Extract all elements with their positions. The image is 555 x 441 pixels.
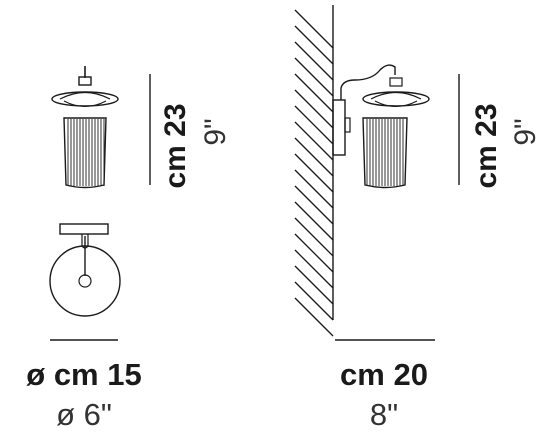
hatch-line (294, 233, 334, 273)
hatch-line (294, 185, 334, 225)
diameter-metric: ø cm 15 (26, 357, 141, 392)
hatch-line (294, 169, 334, 209)
hatch-line (294, 73, 334, 113)
hatch-line (294, 201, 334, 241)
front-view-lamp (51, 66, 119, 189)
hatch-line (294, 265, 334, 305)
depth-metric: cm 20 (340, 357, 428, 392)
diameter-imperial: ø 6" (56, 397, 112, 432)
hatch-line (294, 105, 334, 145)
hatch-line (294, 41, 334, 81)
side-height-imperial: 9" (509, 118, 542, 145)
hatch-line (294, 25, 334, 65)
hatch-line (294, 9, 334, 49)
top-view-lamp (49, 223, 121, 317)
hatch-line (294, 249, 334, 289)
hatch-line (294, 281, 334, 321)
wall-hatching (294, 5, 334, 337)
hatch-line (294, 153, 334, 193)
hatch-line (294, 89, 334, 129)
depth-imperial: 8" (370, 397, 398, 432)
front-height-metric: cm 23 (159, 103, 192, 188)
hatch-line (294, 217, 334, 257)
front-height-imperial: 9" (199, 118, 232, 145)
hatch-line (294, 297, 334, 337)
hatch-line (294, 121, 334, 161)
hatch-line (294, 137, 334, 177)
hatch-line (294, 57, 334, 97)
side-view-lamp (332, 64, 430, 189)
side-height-metric: cm 23 (470, 103, 503, 188)
